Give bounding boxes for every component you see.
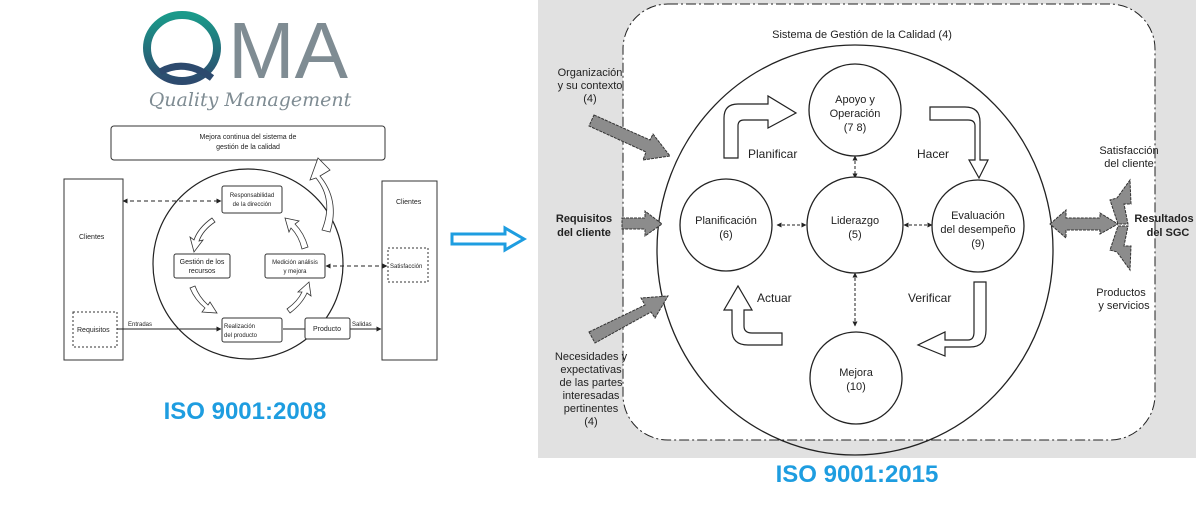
satisfaction-box: [387, 247, 429, 283]
requirements-line-1: Requisitos: [556, 213, 612, 225]
act-label: Actuar: [757, 291, 792, 305]
qma-logo: MA Quality Management: [143, 6, 352, 111]
context-line-3: (4): [583, 93, 596, 105]
requirements-label: Requisitos: [77, 327, 110, 334]
needs-line-2: expectativas: [560, 364, 622, 376]
organization-ellipse: [656, 44, 1054, 456]
results-line-1: Resultados: [1134, 213, 1193, 225]
results-line-2: del SGC: [1147, 227, 1190, 239]
planning-line-2: (6): [719, 229, 732, 241]
improvement-box: [110, 125, 386, 161]
connector-lines: [776, 155, 933, 327]
realization-line-1: Realización: [224, 324, 255, 330]
evaluation-line-2: del desempeño: [940, 224, 1015, 236]
iso-2008-caption: ISO 9001:2008: [164, 398, 327, 425]
requirements-line-2: del cliente: [557, 227, 611, 239]
plan-arrow: [723, 94, 798, 159]
measurement-line-1: Medición análisis: [272, 260, 318, 266]
iso-2015-caption: ISO 9001:2015: [776, 461, 939, 488]
product-box: [304, 317, 351, 340]
realization-box: [221, 317, 283, 343]
output-arrows: [1049, 178, 1132, 272]
cycle-arrows: [189, 157, 334, 314]
needs-arrow: [588, 295, 669, 344]
logo-ma: MA: [228, 6, 349, 95]
planning-node: [679, 178, 773, 272]
satisfaction-arrow: [1109, 178, 1132, 225]
management-box: [221, 185, 283, 214]
inputs-label: Entradas: [128, 322, 152, 328]
input-arrows: [588, 114, 671, 344]
evaluation-line-1: Evaluación: [951, 210, 1005, 222]
system-title: Sistema de Gestión de la Calidad (4): [772, 29, 952, 41]
planning-line-1: Planificación: [695, 215, 757, 227]
product-label: Producto: [313, 326, 341, 333]
plan-label: Planificar: [748, 147, 797, 161]
measurement-box: [264, 253, 326, 279]
support-line-3: (7 8): [844, 122, 867, 134]
realization-line-2: del producto: [224, 333, 258, 339]
right-customers-label: Clientes: [396, 199, 422, 206]
resources-line-1: Gestión de los: [180, 259, 225, 266]
products-arrow: [1109, 225, 1132, 272]
improvement-line-1: Mejora: [839, 367, 874, 379]
requirements-arrow: [621, 209, 663, 237]
left-customers-box: [63, 178, 124, 361]
resources-box: [173, 253, 231, 279]
needs-line-1: Necesidades y: [555, 351, 628, 363]
improvement-line-2: gestión de la calidad: [216, 144, 280, 151]
pdca-arrows: [722, 94, 989, 357]
logo-tagline: Quality Management: [149, 89, 352, 111]
evaluation-node: [931, 179, 1025, 273]
measurement-line-2: y mejora: [283, 269, 307, 275]
needs-line-6: (4): [584, 416, 597, 428]
outputs-label: Salidas: [352, 322, 372, 328]
left-customers-label: Clientes: [79, 234, 105, 241]
improvement-line-1: Mejora continua del sistema de: [200, 134, 297, 141]
leadership-line-1: Liderazgo: [831, 215, 879, 227]
do-arrow: [929, 106, 989, 180]
leadership-line-2: (5): [848, 229, 861, 241]
satisfaction-line-2: del cliente: [1104, 158, 1154, 170]
context-arrow: [588, 114, 671, 161]
support-operation-node: [808, 63, 902, 157]
iso-2015-diagram: Sistema de Gestión de la Calidad (4) Apo…: [538, 0, 1196, 488]
improvement-line-2: (10): [846, 381, 866, 393]
products-line-1: Productos: [1096, 287, 1146, 299]
support-line-1: Apoyo y: [835, 94, 875, 106]
improvement-node: [809, 331, 903, 425]
context-line-1: Organización: [558, 67, 623, 79]
logo-q: [143, 11, 221, 85]
resources-line-2: recursos: [189, 268, 216, 275]
check-label: Verificar: [908, 291, 951, 305]
check-arrow: [916, 281, 987, 357]
iso-2008-diagram: Mejora continua del sistema de gestión d…: [63, 125, 438, 425]
support-line-2: Operación: [830, 108, 881, 120]
evaluation-line-3: (9): [971, 238, 984, 250]
right-arrow-icon: [450, 225, 527, 253]
management-line-1: Responsabilidad: [230, 193, 274, 199]
management-line-2: de la dirección: [233, 202, 272, 208]
products-line-2: y servicios: [1098, 300, 1150, 312]
needs-line-4: interesadas: [563, 390, 620, 402]
needs-line-3: de las partes: [560, 377, 623, 389]
satisfaction-line-1: Satisfacción: [1099, 145, 1158, 157]
leadership-node: [806, 176, 904, 274]
context-line-2: y su contexto: [558, 80, 623, 92]
act-arrow: [722, 284, 783, 346]
do-label: Hacer: [917, 147, 949, 161]
needs-line-5: pertinentes: [564, 403, 619, 415]
satisfaction-label: Satisfacción: [390, 264, 422, 270]
